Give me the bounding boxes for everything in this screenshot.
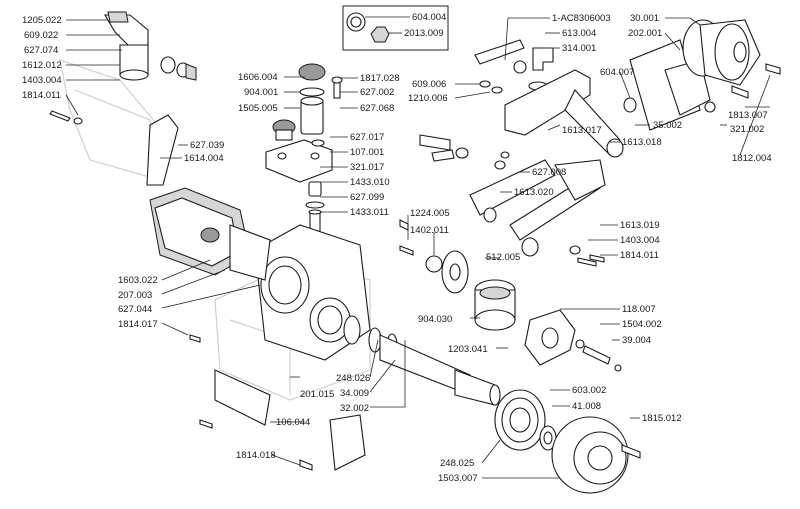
- part-label: 1817.028: [360, 73, 400, 84]
- part-label: 627.099: [350, 192, 384, 203]
- part-label: 1203.041: [448, 344, 488, 355]
- part-label: 609.006: [412, 79, 446, 90]
- part-label: 627.002: [360, 87, 394, 98]
- bottom-parts: [189, 219, 641, 494]
- part-label: 321.002: [730, 124, 764, 135]
- part-label: 1433.011: [350, 207, 389, 218]
- part-label: 201.015: [300, 389, 334, 400]
- part-label: 1613.018: [622, 137, 662, 148]
- part-label: 627.008: [532, 167, 566, 178]
- part-label: 1210.006: [408, 93, 448, 104]
- part-label: 39.004: [622, 335, 651, 346]
- part-label: 1814.018: [236, 450, 276, 461]
- part-label: 35.002: [653, 120, 682, 131]
- piston-parts: [399, 245, 622, 372]
- part-label: 1814.011: [620, 250, 659, 261]
- part-label: 314.001: [562, 43, 596, 54]
- part-label: 1403.004: [620, 235, 660, 246]
- part-label: 627.074: [24, 45, 58, 56]
- part-label: 1224.005: [410, 208, 450, 219]
- part-label: 248.025: [440, 458, 474, 469]
- inset-label-1: 604.004: [412, 12, 446, 23]
- part-label: 107.001: [350, 147, 384, 158]
- part-label: 248.026: [336, 373, 370, 384]
- part-label: 512.005: [486, 252, 520, 263]
- part-label: 1613.020: [514, 187, 554, 198]
- part-label: 207.003: [118, 290, 152, 301]
- part-label: 1812.004: [732, 153, 772, 164]
- part-label: 202.001: [628, 28, 662, 39]
- part-label: 1433.010: [350, 177, 390, 188]
- part-labels: 1205.022 609.022 627.074 1612.012 1403.0…: [22, 13, 772, 484]
- valve-stack: [265, 63, 343, 243]
- leader-lines: [65, 17, 771, 479]
- part-label: 1504.002: [622, 319, 662, 330]
- part-label: 1505.005: [238, 103, 278, 114]
- manifold-assembly: [49, 11, 197, 186]
- part-label: 603.002: [572, 385, 606, 396]
- part-label: 1603.022: [118, 275, 158, 286]
- part-label: 1814.011: [22, 90, 61, 101]
- part-label: 41.008: [572, 401, 601, 412]
- part-label: 1613.017: [562, 125, 602, 136]
- part-label: 1614.004: [184, 153, 224, 164]
- part-label: 1205.022: [22, 15, 62, 26]
- pump-body: [149, 187, 371, 401]
- part-label: 613.004: [562, 28, 596, 39]
- inset-label-2: 2013.009: [404, 28, 444, 39]
- part-label: 34.009: [340, 388, 369, 399]
- part-label: 604.007: [600, 67, 634, 78]
- part-label: 321.017: [350, 162, 384, 173]
- part-label: 1403.004: [22, 75, 62, 86]
- part-label: 1613.019: [620, 220, 660, 231]
- part-label: 1815.012: [642, 413, 682, 424]
- part-label: 1606.004: [238, 72, 278, 83]
- part-label: 1402.011: [410, 225, 449, 236]
- part-label: 1814.017: [118, 319, 158, 330]
- part-label: 1612.012: [22, 60, 62, 71]
- part-label: 1-AC8306003: [552, 13, 611, 24]
- part-label: 627.044: [118, 304, 152, 315]
- part-label: 904.001: [244, 87, 278, 98]
- part-label: 106.044: [276, 417, 310, 428]
- inset-box: 604.004 2013.009: [342, 5, 449, 51]
- part-label: 30.001: [630, 13, 659, 24]
- part-label: 609.022: [24, 30, 58, 41]
- part-label: 627.017: [350, 132, 384, 143]
- part-label: 627.068: [360, 103, 394, 114]
- right-upper-parts: [419, 19, 781, 267]
- part-label: 904.030: [418, 314, 452, 325]
- part-label: 1813.007: [728, 110, 768, 121]
- shaft: [368, 327, 501, 406]
- part-label: 627.039: [190, 140, 224, 151]
- part-label: 32.002: [340, 403, 369, 414]
- part-label: 1503.007: [438, 473, 478, 484]
- part-label: 118.007: [622, 304, 656, 315]
